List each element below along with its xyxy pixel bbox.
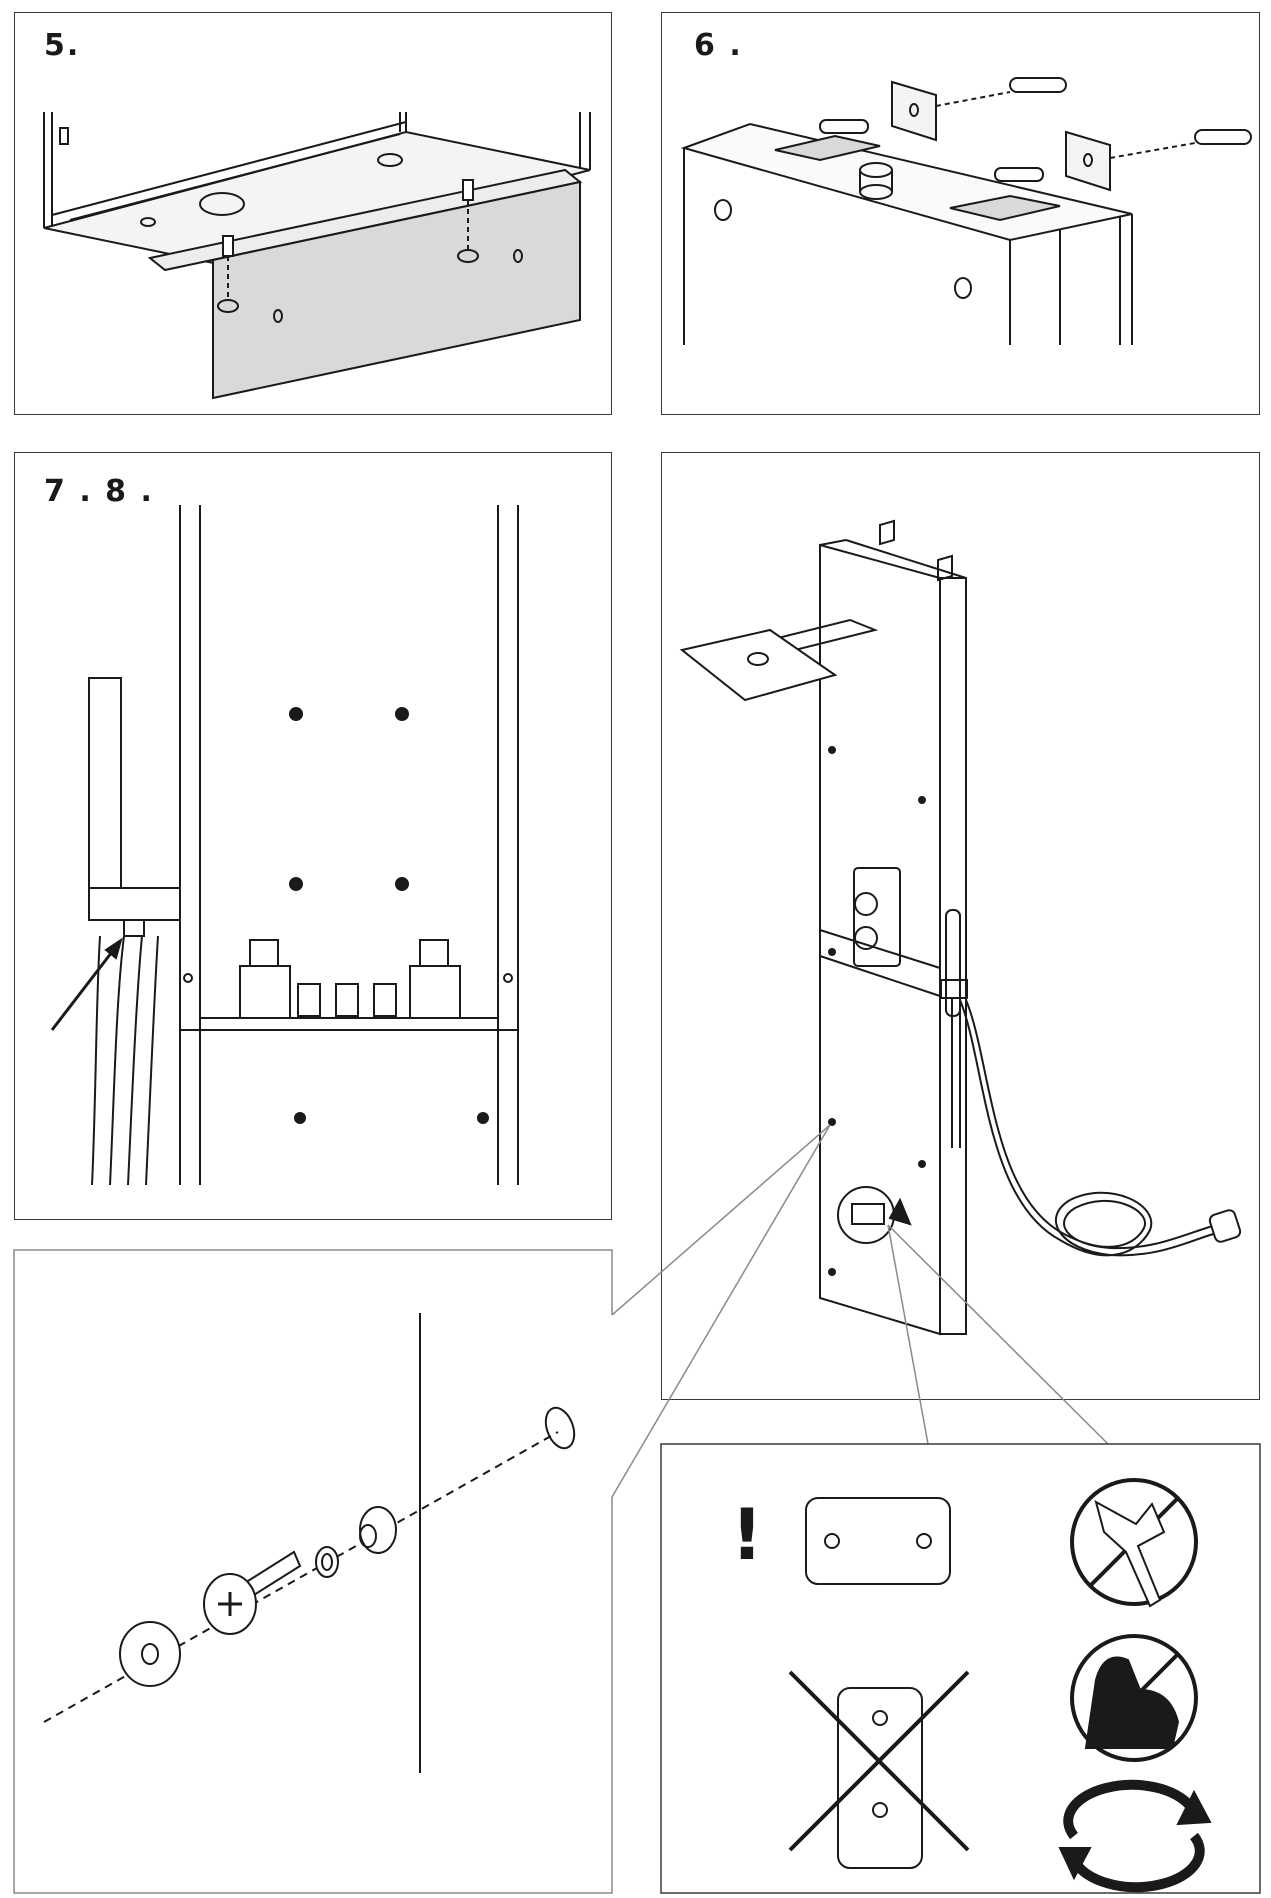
overview-illustration (679, 519, 1242, 1336)
crossed-orientation-icon (790, 1672, 968, 1850)
fastener-detail (13, 1249, 613, 1894)
no-wrench-icon (1072, 1480, 1196, 1604)
step-7-8-label: 7 . 8 . (44, 474, 154, 509)
step-5-label: 5. (44, 28, 81, 63)
warning-exclamation: ! (731, 1494, 763, 1576)
leader-lines (611, 1124, 1109, 1498)
rotate-arrows-icon (1060, 1790, 1210, 1880)
step78-illustration (50, 505, 519, 1186)
warning-panel (660, 1443, 1261, 1894)
no-force-icon (1072, 1636, 1196, 1760)
step6-illustration (680, 77, 1252, 345)
step5-illustration (43, 112, 591, 400)
step-6-label: 6 . (694, 28, 743, 63)
